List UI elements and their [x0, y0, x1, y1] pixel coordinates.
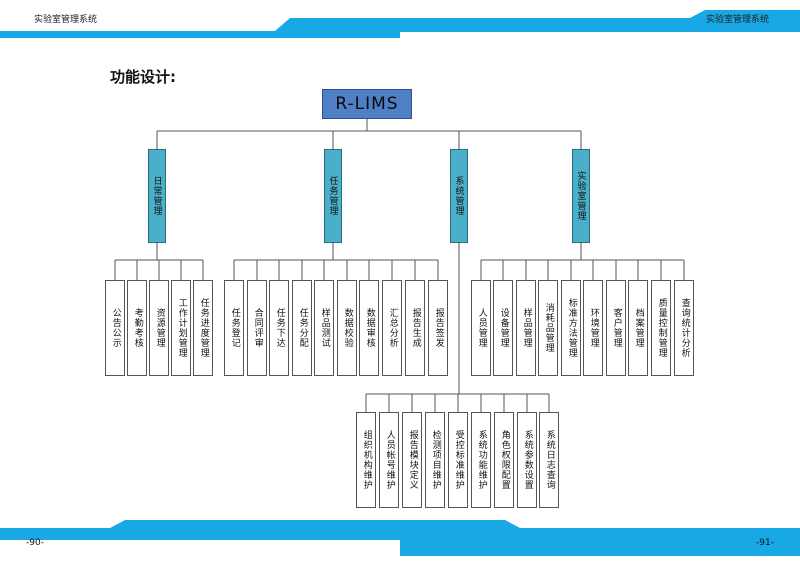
leaf-node: 公告公示	[105, 280, 125, 376]
leaf-node: 质量控制管理	[651, 280, 671, 376]
footer-band-right-lower	[400, 556, 800, 566]
leaf-node: 档案管理	[628, 280, 648, 376]
leaf-node: 任务进度管理	[193, 280, 213, 376]
leaf-node: 人员帐号维护	[379, 412, 399, 508]
leaf-node: 报告签发	[428, 280, 448, 376]
leaf-node: 环境管理	[583, 280, 603, 376]
leaf-node: 工作计划管理	[171, 280, 191, 376]
category-task-management: 任务管理	[324, 149, 342, 243]
leaf-node: 考勤考核	[127, 280, 147, 376]
leaf-node: 角色权限配置	[494, 412, 514, 508]
leaf-node: 组织机构维护	[356, 412, 376, 508]
category-daily-management: 日常管理	[148, 149, 166, 243]
leaf-node: 系统功能维护	[471, 412, 491, 508]
leaf-node: 受控标准维护	[448, 412, 468, 508]
leaf-node: 查询统计分析	[674, 280, 694, 376]
leaf-node: 任务下达	[269, 280, 289, 376]
header-left-title: 实验室管理系统	[34, 15, 98, 25]
leaf-node: 人员管理	[471, 280, 491, 376]
footer-band-left	[0, 520, 400, 540]
leaf-node: 标准方法管理	[561, 280, 581, 376]
header-right-title: 实验室管理系统	[706, 15, 770, 25]
section-title: 功能设计:	[110, 68, 176, 86]
root-node: R-LIMS	[322, 89, 412, 119]
leaf-node: 任务分配	[292, 280, 312, 376]
leaf-node: 消耗品管理	[538, 280, 558, 376]
leaf-node: 系统日志查询	[539, 412, 559, 508]
leaf-node: 报告生成	[405, 280, 425, 376]
leaf-node: 样品管理	[516, 280, 536, 376]
page-number-left: -90-	[26, 538, 44, 548]
header-band-left	[0, 18, 400, 38]
category-system-management: 系统管理	[450, 149, 468, 243]
header-band-right	[400, 10, 800, 32]
leaf-node: 数据校验	[337, 280, 357, 376]
leaf-node: 检测项目维护	[425, 412, 445, 508]
leaf-node: 合同评审	[247, 280, 267, 376]
leaf-node: 设备管理	[493, 280, 513, 376]
leaf-node: 汇总分析	[382, 280, 402, 376]
leaf-node: 资源管理	[149, 280, 169, 376]
leaf-node: 报告模块定义	[402, 412, 422, 508]
leaf-node: 客户管理	[606, 280, 626, 376]
leaf-node: 系统参数设置	[517, 412, 537, 508]
leaf-node: 任务登记	[224, 280, 244, 376]
leaf-node: 数据审核	[359, 280, 379, 376]
page-number-right: -91-	[756, 538, 774, 548]
leaf-node: 样品测试	[314, 280, 334, 376]
footer-band-right	[400, 520, 800, 556]
category-lab-management: 实验室管理	[572, 149, 590, 243]
